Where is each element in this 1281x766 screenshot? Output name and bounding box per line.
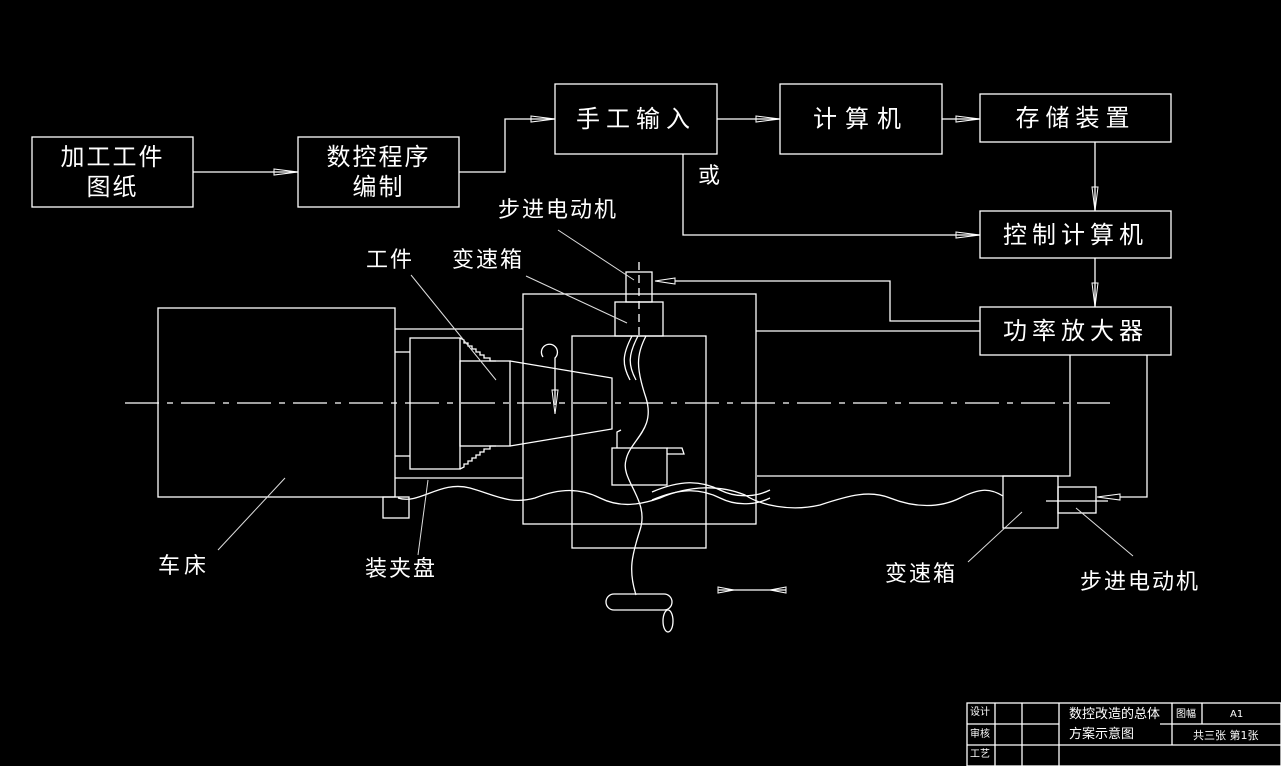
flow-arrows (193, 115, 1148, 501)
block-drawing-label: 加工工件 图纸 (32, 137, 193, 207)
block-storage (979, 93, 1172, 143)
label-gearbox-top: 变速箱 (452, 248, 525, 273)
title-block-design: 设计 (970, 707, 990, 718)
block-power-amplifier-label: 功率放大器 (1003, 317, 1148, 345)
label-gearbox-right: 变速箱 (885, 562, 958, 587)
block-nc-program-label: 数控程序 编制 (298, 137, 459, 207)
feed-direction-arrow (717, 586, 787, 594)
title-block-size-label: 图幅 (1176, 709, 1196, 720)
block-nc-program-line1: 数控程序 (326, 143, 431, 171)
label-stepper-right: 步进电动机 (1080, 570, 1201, 595)
block-manual-input-label: 手工输入 (576, 105, 696, 133)
workpiece-base (459, 360, 511, 447)
title-block-size-value: A1 (1230, 709, 1244, 720)
title-block-sheet-info: 共三张 第1张 (1193, 729, 1259, 742)
block-drawing-line1: 加工工件 (60, 143, 165, 171)
or-label: 或 (698, 164, 721, 189)
label-lathe: 车床 (158, 554, 211, 579)
title-block-review: 审核 (970, 729, 990, 740)
gearbox-right (1002, 475, 1059, 529)
workpiece (509, 360, 613, 447)
block-storage-label: 存储装置 (1015, 104, 1136, 132)
title-block-grid (966, 702, 1281, 766)
lathe-foot (382, 496, 410, 519)
title-block-process: 工艺 (970, 749, 990, 760)
handwheel (605, 593, 673, 611)
label-stepper-top: 步进电动机 (498, 198, 619, 223)
label-workpiece: 工件 (366, 248, 415, 273)
title-block-name-line1: 数控改造的总体 (1069, 707, 1161, 722)
block-computer-label: 计算机 (813, 105, 909, 133)
leader-lines (217, 229, 1134, 563)
block-control-computer-label: 控制计算机 (1003, 220, 1148, 249)
title-block-name-line2: 方案示意图 (1069, 727, 1135, 742)
block-nc-program-line2: 编制 (352, 173, 405, 201)
block-drawing-line2: 图纸 (86, 173, 139, 201)
label-chuck: 装夹盘 (365, 557, 438, 582)
stepper-right (1057, 486, 1097, 514)
